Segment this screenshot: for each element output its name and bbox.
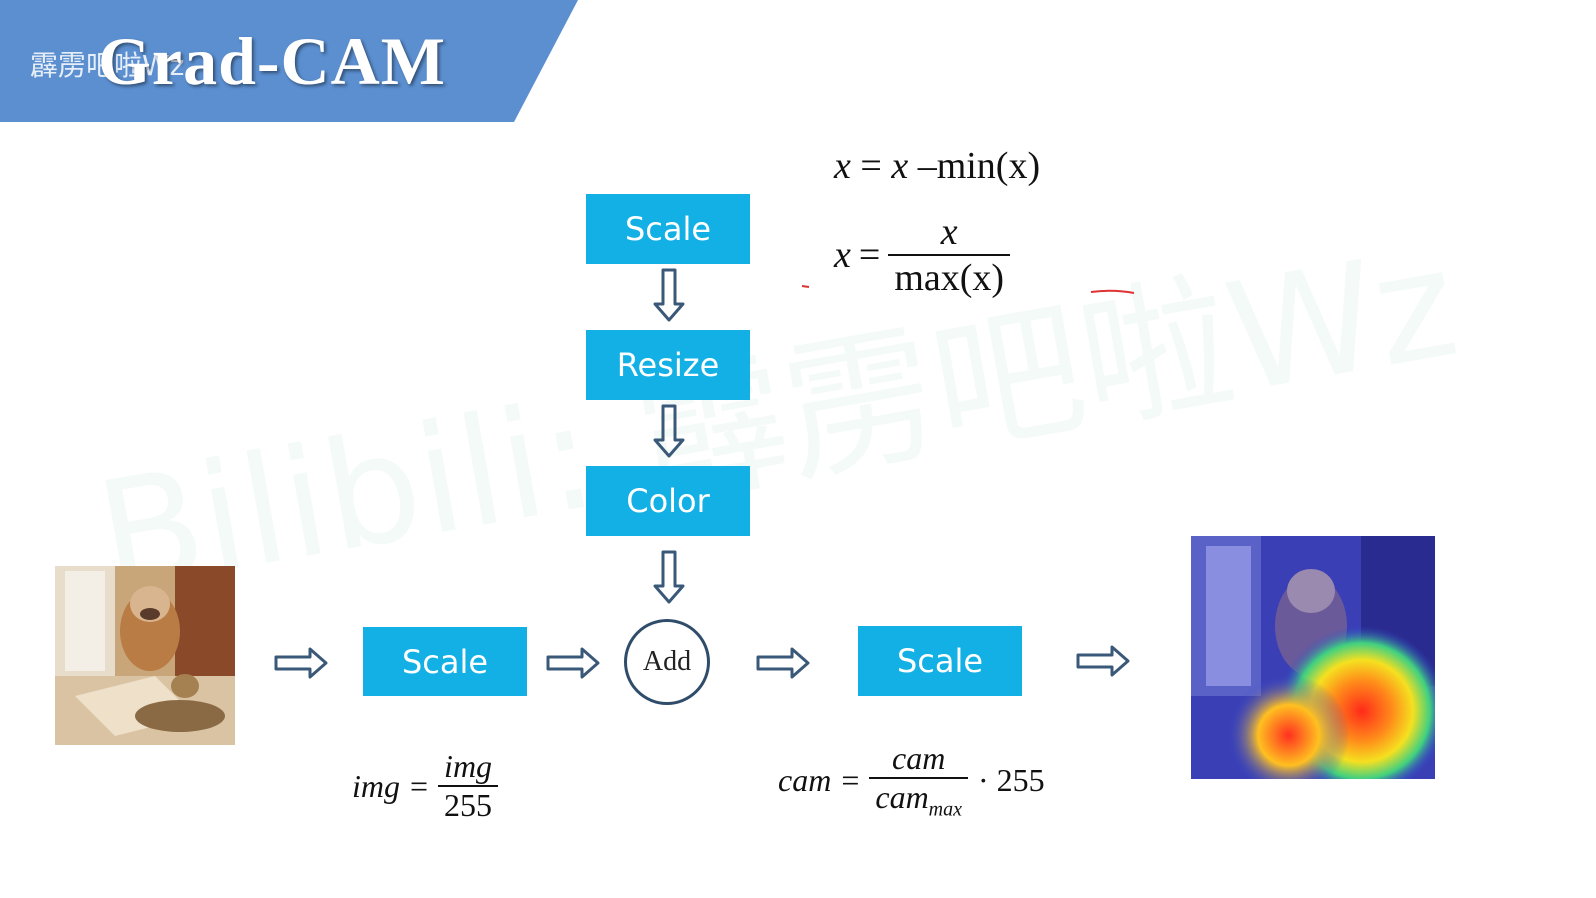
- formula-fraction: img 255: [438, 748, 499, 824]
- right-arrow-icon: [1076, 645, 1130, 677]
- cam-scale-box: Scale: [858, 626, 1022, 696]
- right-arrow-icon: [274, 647, 328, 679]
- dog-and-cat-image: [55, 566, 235, 745]
- input-photo: [55, 566, 235, 745]
- heatmap-overlay-image: [1191, 536, 1435, 779]
- formula-eq: =: [410, 767, 429, 804]
- fraction-numerator: cam: [892, 740, 946, 776]
- formula-var: cam: [778, 762, 832, 799]
- formula-max-divide: x = x max(x): [834, 210, 1011, 300]
- color-box: Color: [586, 466, 750, 536]
- formula-multiplier: · 255: [978, 762, 1045, 799]
- banner-shape: [0, 0, 578, 122]
- formula-cam-normalize: cam = cam cammax · 255: [778, 740, 1045, 821]
- resize-box: Resize: [586, 330, 750, 400]
- header-banner: 霹雳吧啦Wz Grad-CAM: [0, 0, 600, 126]
- formula-img-normalize: img = img 255: [352, 748, 499, 824]
- page-title: Grad-CAM: [98, 23, 446, 99]
- formula-var: img: [352, 767, 400, 804]
- down-arrow-icon: [653, 550, 685, 604]
- formula-fraction: x max(x): [888, 210, 1011, 300]
- fraction-numerator: img: [444, 748, 493, 784]
- formula-eq: =: [841, 762, 860, 799]
- fraction-numerator: x: [940, 211, 958, 253]
- formula-fraction: cam cammax: [869, 740, 968, 821]
- formula-op: –: [917, 145, 937, 187]
- add-node: Add: [624, 619, 710, 705]
- denominator-base: cam: [875, 779, 929, 815]
- fraction-denominator: max(x): [888, 254, 1011, 300]
- formula-var: x: [834, 145, 851, 187]
- formula-var: x: [891, 145, 909, 187]
- image-scale-box: Scale: [363, 627, 527, 696]
- formula-eq: =: [858, 234, 881, 276]
- channel-logo-text: 霹雳吧啦Wz: [30, 49, 185, 82]
- formula-min-subtract: x = x –min(x): [834, 144, 1040, 188]
- red-pen-mark: [1090, 289, 1135, 294]
- fraction-denominator: cammax: [869, 777, 968, 821]
- vertical-scale-box: Scale: [586, 194, 750, 264]
- formula-var: x: [834, 234, 851, 276]
- right-arrow-icon: [756, 647, 810, 679]
- denominator-subscript: max: [928, 798, 962, 821]
- down-arrow-icon: [653, 404, 685, 458]
- fraction-denominator: 255: [438, 785, 499, 824]
- formula-eq: =: [860, 145, 882, 187]
- down-arrow-icon: [653, 268, 685, 322]
- formula-func: min(x): [936, 145, 1041, 187]
- right-arrow-icon: [546, 647, 600, 679]
- output-heatmap-photo: [1191, 536, 1435, 779]
- red-pen-mark: [801, 285, 810, 288]
